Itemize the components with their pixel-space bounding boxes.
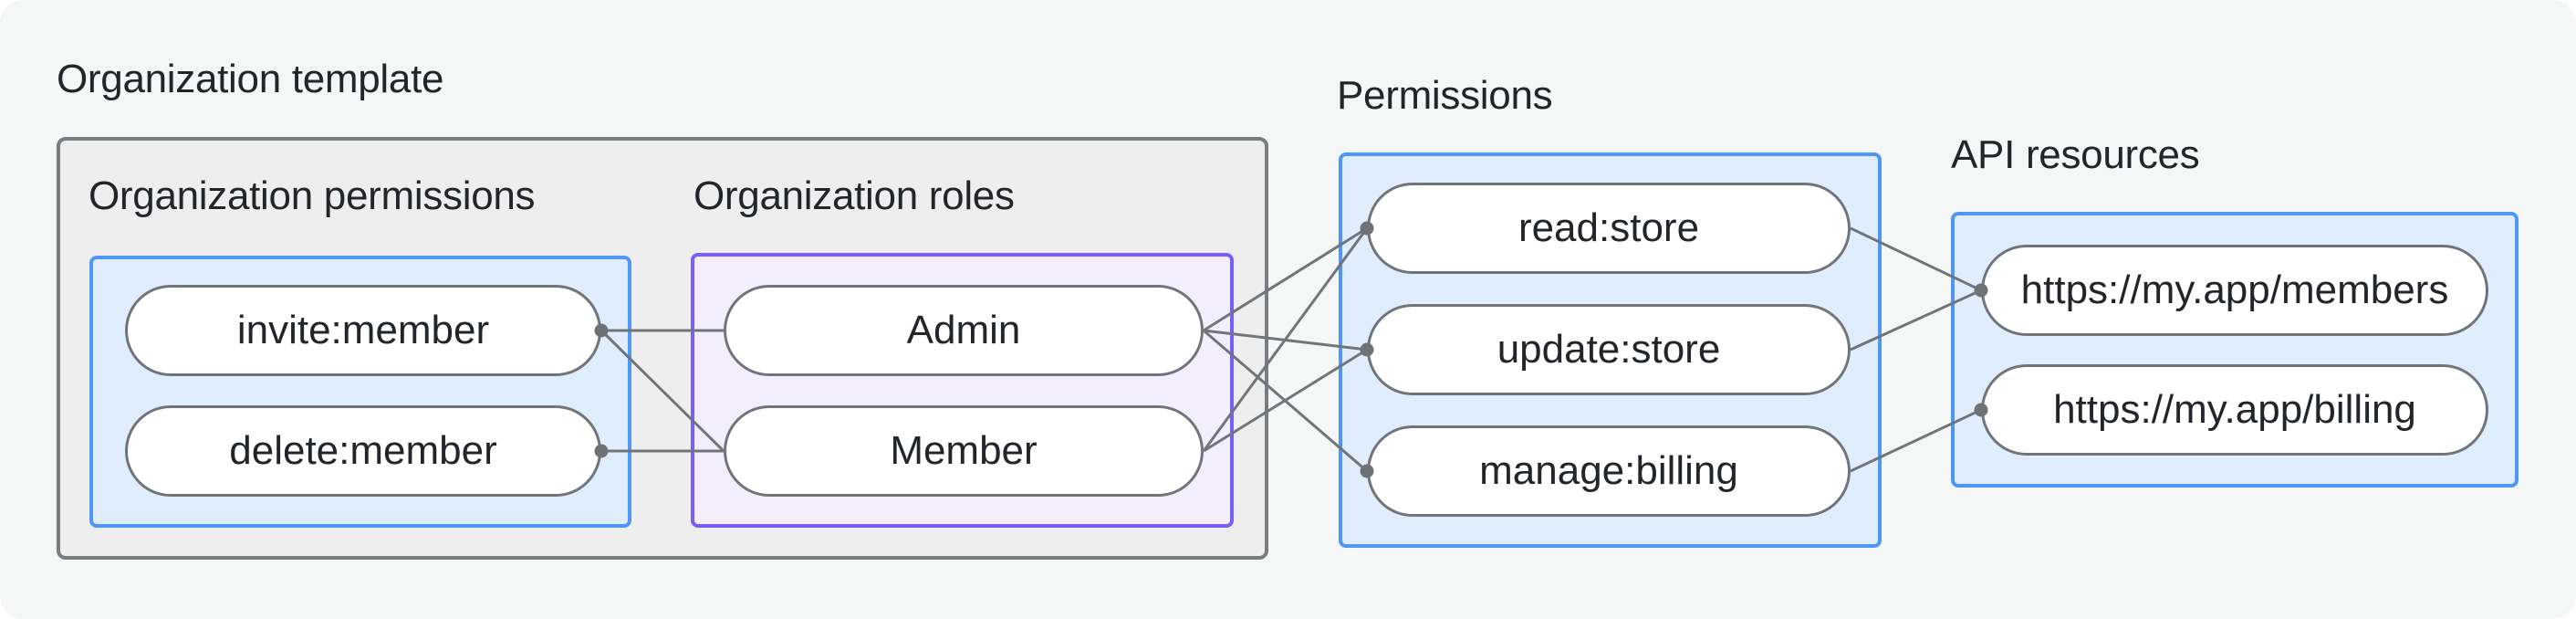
node-admin: Admin	[724, 285, 1204, 376]
node-api-members: https://my.app/members	[1981, 245, 2488, 336]
node-update-store: update:store	[1367, 304, 1851, 395]
node-api-billing: https://my.app/billing	[1981, 364, 2488, 456]
node-read-store: read:store	[1367, 183, 1851, 274]
organization-template-label: Organization template	[57, 57, 444, 101]
organization-roles-label: Organization roles	[694, 173, 1015, 218]
organization-permissions-label: Organization permissions	[89, 173, 536, 218]
node-member: Member	[724, 405, 1204, 497]
node-manage-billing: manage:billing	[1367, 425, 1851, 517]
node-delete-member: delete:member	[125, 405, 601, 497]
api-resources-label: API resources	[1951, 132, 2200, 177]
node-invite-member: invite:member	[125, 285, 601, 376]
permissions-label: Permissions	[1337, 73, 1553, 118]
